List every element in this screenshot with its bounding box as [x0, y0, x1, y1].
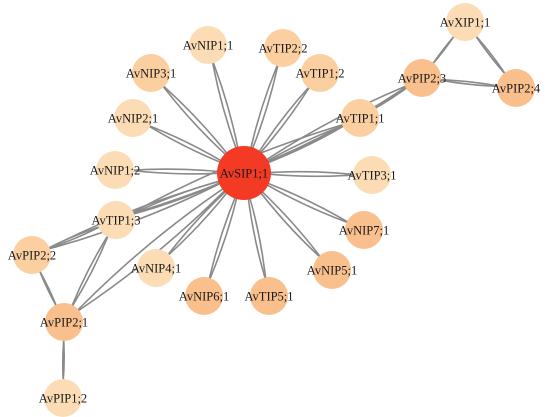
node-label-avnip4-1: AvNIP4;1: [131, 262, 181, 276]
node-label-avnip1-1: AvNIP1;1: [183, 39, 233, 53]
node-label-avtip5-1: AvTIP5;1: [244, 290, 293, 304]
node-avsip1-1[interactable]: AvSIP1;1: [217, 146, 271, 200]
node-circle-avpip1-2: [44, 379, 82, 417]
node-avpip2-2[interactable]: AvPIP2;2: [8, 236, 56, 274]
node-label-avtip3-1: AvTIP3;1: [347, 169, 396, 183]
node-label-avnip2-1: AvNIP2;1: [108, 112, 158, 126]
node-avnip5-1[interactable]: AvNIP5;1: [307, 251, 357, 289]
node-avnip6-1[interactable]: AvNIP6;1: [179, 277, 229, 315]
node-label-avtip1-2: AvTIP1;2: [295, 67, 344, 81]
node-avnip4-1[interactable]: AvNIP4;1: [131, 249, 181, 287]
node-circle-avtip3-1: [353, 156, 391, 194]
node-avtip3-1[interactable]: AvTIP3;1: [347, 156, 397, 194]
node-circle-avxip1-1: [446, 3, 484, 41]
node-avnip2-1[interactable]: AvNIP2;1: [108, 99, 158, 137]
node-label-avtip1-3: AvTIP1;3: [91, 214, 140, 228]
node-label-avxip1-1: AvXIP1;1: [440, 16, 490, 30]
node-avpip2-1[interactable]: AvPIP2;1: [40, 303, 88, 341]
node-avnip1-2[interactable]: AvNIP1;2: [90, 151, 140, 189]
node-label-avnip7-1: AvNIP7;1: [339, 224, 389, 238]
node-avnip7-1[interactable]: AvNIP7;1: [339, 211, 389, 249]
node-circle-avnip3-1: [132, 54, 170, 92]
node-label-avpip2-3: AvPIP2;3: [398, 72, 446, 86]
node-circle-avpip2-2: [13, 236, 51, 274]
node-label-avsip1-1: AvSIP1;1: [220, 167, 268, 181]
node-label-avpip1-2: AvPIP1;2: [39, 392, 87, 406]
node-circle-avnip1-1: [189, 26, 227, 64]
edge-avsip1-1-avpip2-1: [64, 173, 246, 324]
node-avxip1-1[interactable]: AvXIP1;1: [440, 3, 490, 41]
node-circle-avpip2-4: [497, 69, 535, 107]
node-circle-avsip1-1: [217, 146, 271, 200]
node-circle-avtip2-2: [264, 29, 302, 67]
node-avnip1-1[interactable]: AvNIP1;1: [183, 26, 233, 64]
node-circle-avpip2-3: [403, 59, 441, 97]
node-label-avnip6-1: AvNIP6;1: [179, 290, 229, 304]
node-label-avtip2-2: AvTIP2;2: [258, 42, 307, 56]
node-circle-avnip7-1: [345, 211, 383, 249]
node-circle-avtip5-1: [250, 277, 288, 315]
node-circle-avpip2-1: [45, 303, 83, 341]
node-circle-avnip2-1: [114, 99, 152, 137]
node-avpip2-4[interactable]: AvPIP2;4: [492, 69, 541, 107]
node-circle-avnip4-1: [137, 249, 175, 287]
node-label-avnip5-1: AvNIP5;1: [307, 264, 357, 278]
node-circle-avtip1-2: [301, 54, 339, 92]
node-avpip2-3[interactable]: AvPIP2;3: [398, 59, 446, 97]
node-circle-avnip5-1: [313, 251, 351, 289]
node-avtip2-2[interactable]: AvTIP2;2: [258, 29, 308, 67]
node-label-avtip1-1: AvTIP1;1: [335, 112, 384, 126]
node-circle-avtip1-3: [97, 201, 135, 239]
node-avtip1-1[interactable]: AvTIP1;1: [335, 99, 385, 137]
node-label-avpip2-4: AvPIP2;4: [492, 82, 541, 96]
node-avnip3-1[interactable]: AvNIP3;1: [126, 54, 176, 92]
node-label-avnip3-1: AvNIP3;1: [126, 67, 176, 81]
node-label-avpip2-2: AvPIP2;2: [8, 249, 56, 263]
node-circle-avnip1-2: [96, 151, 134, 189]
node-avpip1-2[interactable]: AvPIP1;2: [39, 379, 87, 417]
node-avtip5-1[interactable]: AvTIP5;1: [244, 277, 294, 315]
node-circle-avtip1-1: [341, 99, 379, 137]
node-circle-avnip6-1: [185, 277, 223, 315]
node-label-avnip1-2: AvNIP1;2: [90, 164, 140, 178]
node-avtip1-3[interactable]: AvTIP1;3: [91, 201, 141, 239]
node-label-avpip2-1: AvPIP2;1: [40, 316, 88, 330]
node-avtip1-2[interactable]: AvTIP1;2: [295, 54, 345, 92]
